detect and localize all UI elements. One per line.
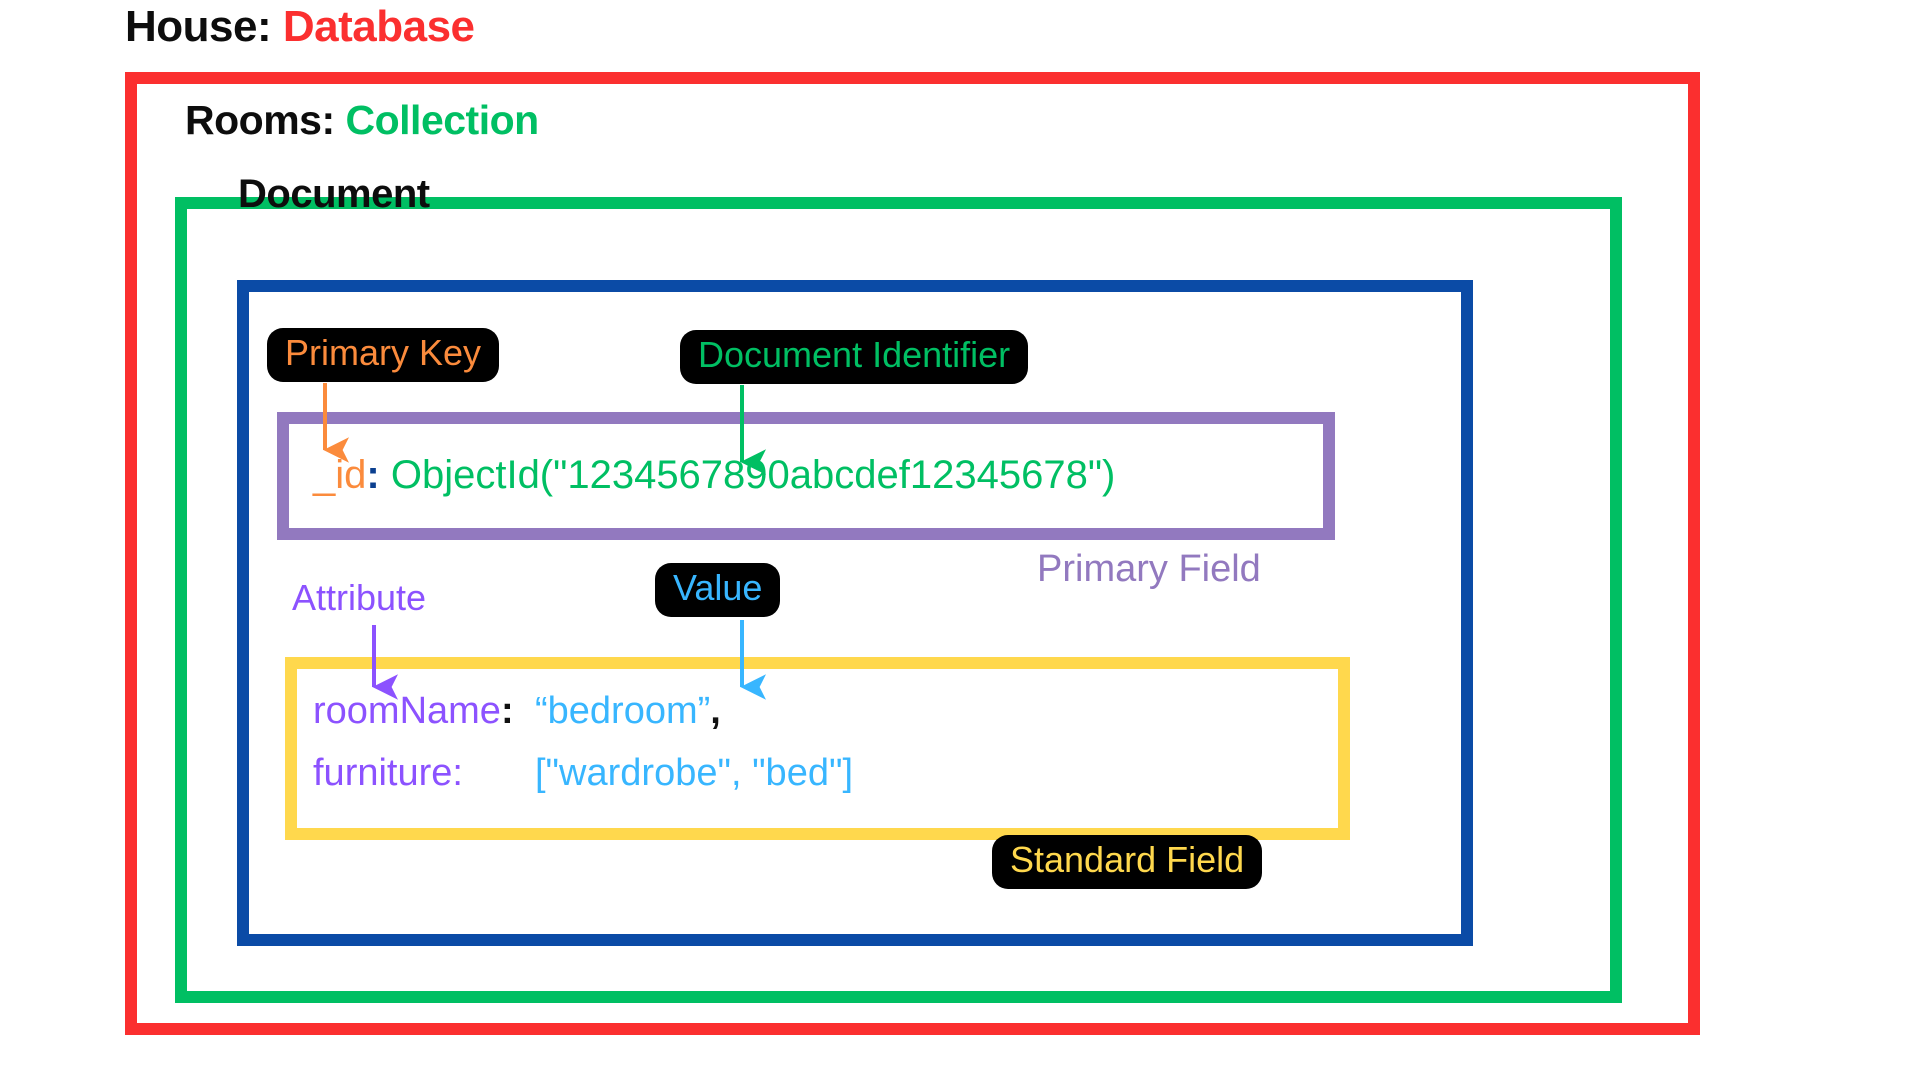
primary-field-frame: [277, 412, 1335, 540]
section-title-rooms: Rooms: Collection: [185, 97, 539, 144]
document-field-furniture: furniture: ["wardrobe", "bed"]: [313, 754, 853, 792]
callout-primary-field: Primary Field: [1037, 548, 1261, 590]
callout-standard-field: Standard Field: [992, 835, 1263, 889]
field-key-furniture: furniture:: [313, 752, 463, 794]
callout-primary-key: Primary Key: [267, 328, 500, 382]
rooms-label: Rooms:: [185, 97, 335, 143]
callout-value: Value: [655, 563, 781, 617]
field-colon-id: :: [366, 453, 380, 497]
section-title-document: Document: [238, 172, 430, 216]
field-value-furniture: ["wardrobe", "bed"]: [535, 752, 854, 794]
field-trailing-roomname: ,: [710, 690, 721, 732]
house-value-database: Database: [282, 2, 475, 51]
field-value-id: ObjectId("1234567890abcdef12345678"): [390, 453, 1116, 497]
field-value-roomname: “bedroom”: [535, 690, 711, 732]
callout-attribute: Attribute: [292, 577, 427, 618]
standard-field-frame: [285, 657, 1350, 840]
callout-document-identifier: Document Identifier: [680, 330, 1029, 384]
page-title-house: House: Database: [125, 2, 475, 52]
house-label: House:: [125, 2, 272, 51]
field-key-id: _id: [313, 453, 367, 497]
document-field-id: _id: ObjectId("1234567890abcdef12345678"…: [313, 455, 1115, 495]
rooms-value-collection: Collection: [345, 97, 540, 143]
field-key-roomname: roomName: [313, 690, 501, 732]
document-field-roomname: roomName: “bedroom”,: [313, 692, 721, 730]
field-colon-roomname: :: [500, 690, 514, 732]
